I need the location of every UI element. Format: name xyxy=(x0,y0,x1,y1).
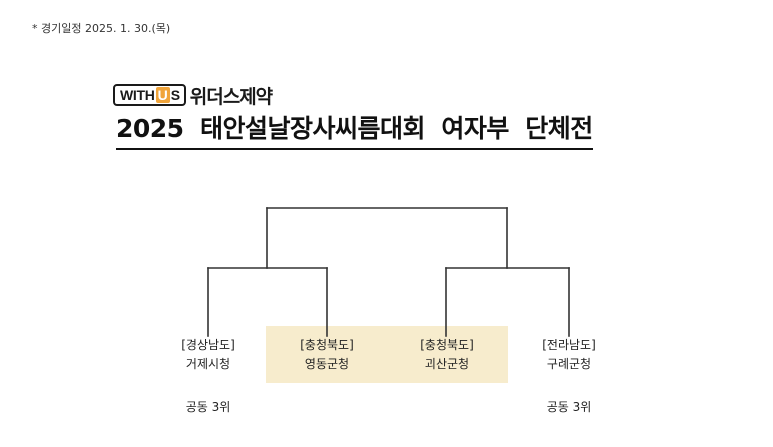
schedule-note: * 경기일정 2025. 1. 30.(목) xyxy=(32,22,171,35)
team-region: [경상남도] xyxy=(181,338,235,352)
team-name: 괴산군청 xyxy=(424,357,470,371)
page-title: 2025 태안설날장사씨름대회 여자부 단체전 xyxy=(116,113,593,150)
rank-label-right: 공동 3위 xyxy=(546,400,592,414)
team-name: 영동군청 xyxy=(304,357,350,371)
team-region: [전라남도] xyxy=(542,338,596,352)
team-name: 구례군청 xyxy=(546,357,592,371)
rank-label-left: 공동 3위 xyxy=(185,400,231,414)
finalist-highlight-right xyxy=(386,326,508,383)
team-slot-2: [충청북도] 영동군청 xyxy=(266,336,388,374)
team-slot-1: [경상남도] 거제시청 xyxy=(147,336,269,374)
logo-text-suffix: S xyxy=(170,87,180,103)
sponsor-banner: WITH U S 위더스제약 xyxy=(113,82,273,108)
logo-text-accent: U xyxy=(155,87,170,103)
team-region: [충청북도] xyxy=(300,338,354,352)
logo-text-prefix: WITH xyxy=(120,87,155,103)
team-slot-3: [충청북도] 괴산군청 xyxy=(386,336,508,374)
withus-logo: WITH U S xyxy=(113,84,186,106)
team-name: 거제시청 xyxy=(185,357,231,371)
sponsor-name: 위더스제약 xyxy=(189,85,273,108)
team-region: [충청북도] xyxy=(420,338,474,352)
team-slot-4: [전라남도] 구례군청 xyxy=(508,336,630,374)
